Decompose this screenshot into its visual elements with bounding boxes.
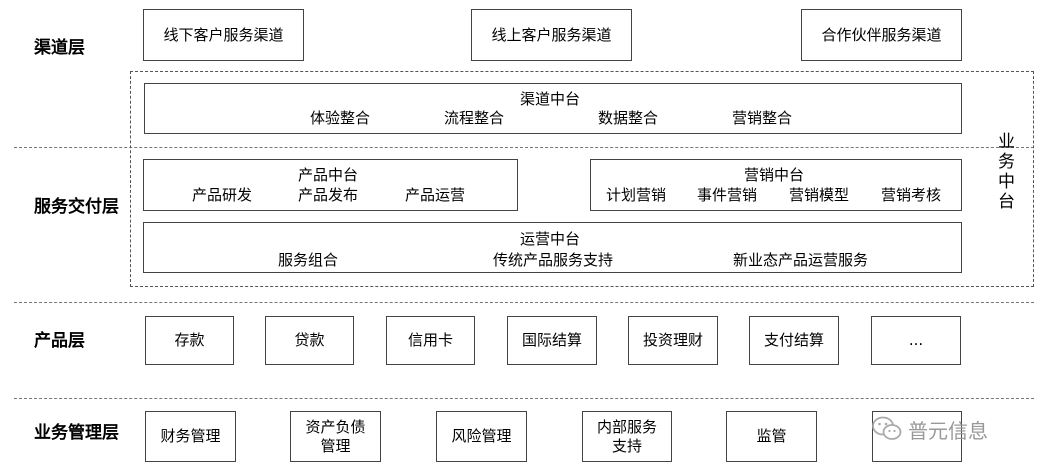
product-box: 支付结算: [749, 316, 839, 365]
product-box: 贷款: [265, 316, 354, 365]
watermark-text: 普元信息: [908, 418, 988, 443]
marketing-middle-title: 营销中台: [744, 166, 805, 184]
management-box: 资产负债 管理: [290, 411, 381, 462]
operation-middle-item: 服务组合: [278, 251, 339, 269]
marketing-middle-item: 营销考核: [881, 186, 942, 204]
operation-middle-item: 传统产品服务支持: [493, 251, 614, 269]
business-middle-region: [130, 71, 1034, 287]
separator-channel-service: [14, 147, 1034, 148]
channel-middle-box: [144, 83, 962, 134]
product-middle-title: 产品中台: [298, 166, 359, 184]
channel-box-partner: 合作伙伴服务渠道: [801, 9, 962, 61]
separator-product-management: [14, 398, 1034, 399]
product-middle-item: 产品研发: [192, 186, 253, 204]
layer-label-channel: 渠道层: [34, 38, 85, 58]
marketing-middle-box: [590, 159, 962, 211]
channel-middle-title: 渠道中台: [520, 90, 581, 108]
product-middle-item: 产品发布: [298, 186, 359, 204]
product-box: 信用卡: [386, 316, 475, 365]
watermark: 普元信息: [872, 414, 988, 444]
layer-label-product: 产品层: [34, 331, 85, 351]
business-middle-label: 业务中台: [994, 132, 1014, 212]
management-box: 财务管理: [145, 411, 236, 462]
channel-middle-item: 营销整合: [732, 109, 793, 127]
channel-middle-item: 体验整合: [310, 109, 371, 127]
layer-label-service: 服务交付层: [34, 197, 119, 217]
product-middle-item: 产品运营: [405, 186, 466, 204]
product-box: 存款: [145, 316, 234, 365]
marketing-middle-item: 计划营销: [606, 186, 667, 204]
separator-service-product: [14, 302, 1034, 303]
product-box: 国际结算: [507, 316, 597, 365]
marketing-middle-item: 营销模型: [789, 186, 850, 204]
management-box: 内部服务 支持: [582, 411, 672, 462]
operation-middle-title: 运营中台: [520, 230, 581, 248]
channel-box-online: 线上客户服务渠道: [471, 9, 632, 61]
management-box: 监管: [726, 411, 817, 462]
wechat-icon: [872, 416, 902, 440]
management-box: 风险管理: [436, 411, 527, 462]
channel-middle-item: 流程整合: [444, 109, 505, 127]
marketing-middle-item: 事件营销: [697, 186, 758, 204]
channel-box-offline: 线下客户服务渠道: [143, 9, 304, 61]
layer-label-management: 业务管理层: [34, 423, 119, 443]
operation-middle-item: 新业态产品运营服务: [733, 251, 869, 269]
channel-middle-item: 数据整合: [598, 109, 659, 127]
product-box-more: ...: [871, 316, 961, 365]
product-middle-box: [143, 159, 518, 211]
operation-middle-box: [143, 222, 962, 273]
product-box: 投资理财: [628, 316, 718, 365]
